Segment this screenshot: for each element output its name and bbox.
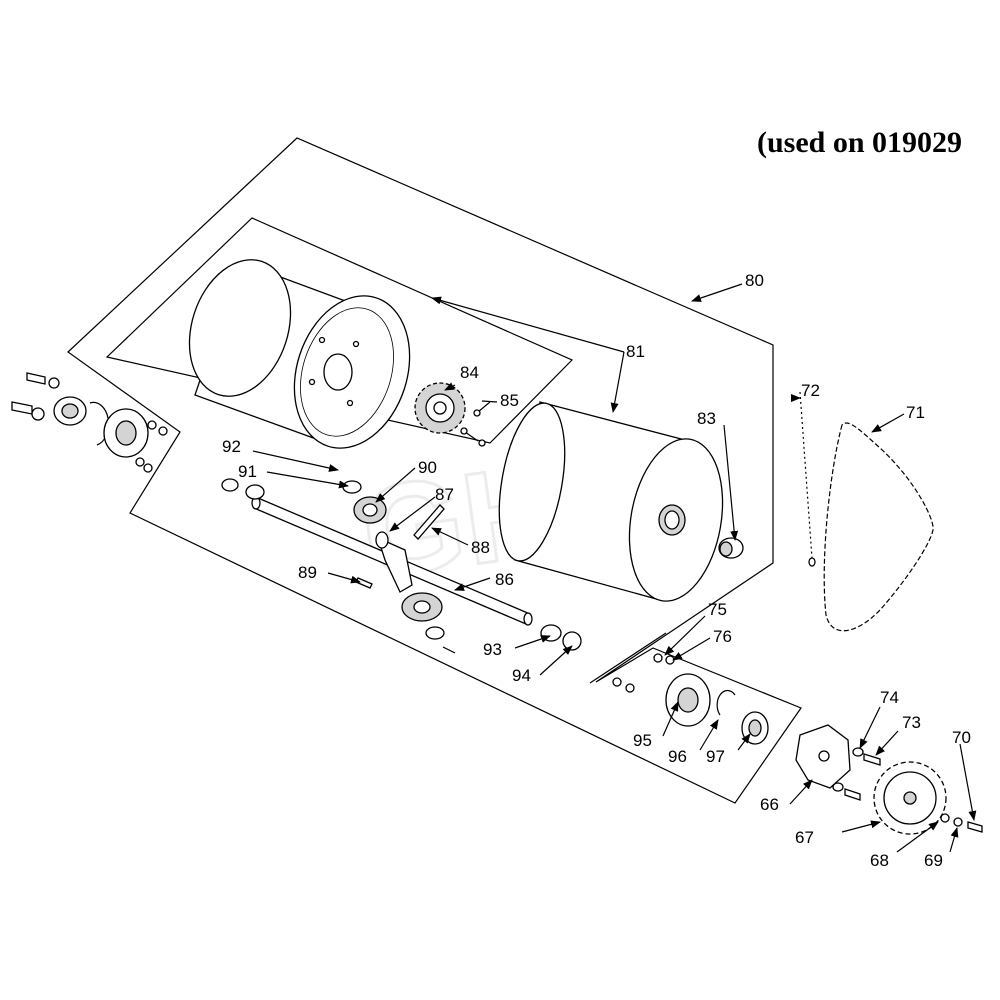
callout-67: 67 [795, 828, 814, 847]
part-75-76-nuts [612, 653, 675, 693]
callout-91: 91 [238, 462, 257, 481]
callout-95: 95 [633, 731, 652, 750]
callout-66: 66 [760, 795, 779, 814]
part-95-flange [665, 673, 711, 727]
callout-labels: 80 81 84 85 83 72 71 92 91 90 87 88 89 8… [222, 271, 971, 870]
callout-96: 96 [668, 747, 687, 766]
callout-76: 76 [713, 627, 732, 646]
callout-72: 72 [801, 381, 820, 400]
callout-68: 68 [870, 851, 889, 870]
callout-69: 69 [924, 851, 943, 870]
callout-92: 92 [222, 437, 241, 456]
callout-81: 81 [626, 342, 645, 361]
part-85-bolts [460, 401, 491, 447]
part-68-69-70-hardware [940, 813, 983, 833]
part-67-sprocket [873, 761, 947, 835]
callout-86: 86 [495, 570, 514, 589]
callout-83: 83 [697, 409, 716, 428]
callout-94: 94 [512, 666, 531, 685]
callout-97: 97 [706, 747, 725, 766]
left-hub-assembly [11, 372, 168, 473]
callout-89: 89 [298, 563, 317, 582]
roller-drum-upper [188, 259, 411, 449]
roller-drum-lower [498, 401, 724, 602]
callout-80: 80 [745, 271, 764, 290]
leader-lines [252, 283, 977, 853]
callout-90: 90 [418, 458, 437, 477]
callout-87: 87 [435, 485, 454, 504]
part-87-pin [413, 504, 445, 540]
callout-88: 88 [471, 538, 490, 557]
callout-75: 75 [708, 600, 727, 619]
callout-84: 84 [460, 363, 479, 382]
part-91-washer [221, 478, 362, 500]
part-87-yoke [375, 531, 413, 593]
callout-74: 74 [880, 688, 899, 707]
part-72-connecting-link [799, 391, 816, 567]
bearing-group-outline [589, 632, 667, 684]
part-96-circlip [716, 689, 736, 716]
part-83-bushing [718, 537, 744, 559]
callout-70: 70 [952, 728, 971, 747]
part-73-74-bolts [832, 747, 881, 801]
part-71-chain [823, 422, 934, 632]
part-66-plate [795, 724, 851, 789]
part-washers-lower [425, 624, 582, 654]
part-84-ratchet-gear [414, 382, 466, 434]
callout-71: 71 [906, 403, 925, 422]
callout-73: 73 [902, 713, 921, 732]
callout-93: 93 [483, 640, 502, 659]
part-90-cam [353, 496, 387, 524]
callout-85: 85 [500, 391, 519, 410]
part-cam-lower [401, 592, 443, 622]
assembly-outline-80 [67, 137, 802, 804]
diagram-title: (used on 019029 [757, 126, 963, 159]
